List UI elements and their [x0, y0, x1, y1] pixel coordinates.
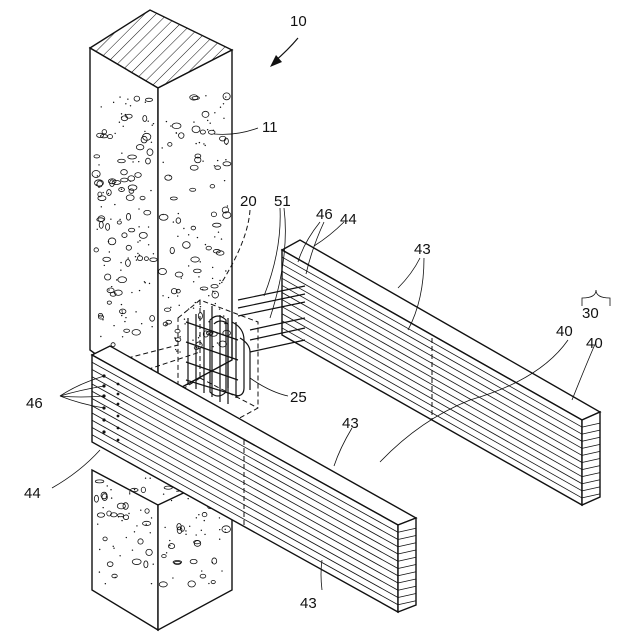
label-lamina-rear: 43	[414, 241, 431, 258]
label-beam-right: 40	[586, 335, 603, 352]
label-beam-group: 30	[582, 305, 599, 322]
label-assembly: 10	[290, 13, 307, 30]
label-bars: 51	[274, 193, 291, 210]
label-joint: 20	[240, 193, 257, 210]
label-beam-left: 40	[556, 323, 573, 340]
rear-beam	[282, 240, 600, 505]
rear-beam-end-face	[582, 412, 600, 505]
label-side-rear: 44	[340, 211, 357, 228]
column-lower-left-face	[92, 470, 158, 630]
label-rebar: 25	[290, 389, 307, 406]
label-holes-rear: 46	[316, 206, 333, 223]
label-column: 11	[262, 119, 278, 136]
label-lamina-front-top: 43	[342, 415, 359, 432]
label-lamina-front-bottom: 43	[300, 595, 317, 612]
label-side-front: 44	[24, 485, 41, 502]
column-left-face	[90, 48, 158, 400]
label-holes-front: 46	[26, 395, 43, 412]
assembly-arrow	[270, 38, 298, 67]
